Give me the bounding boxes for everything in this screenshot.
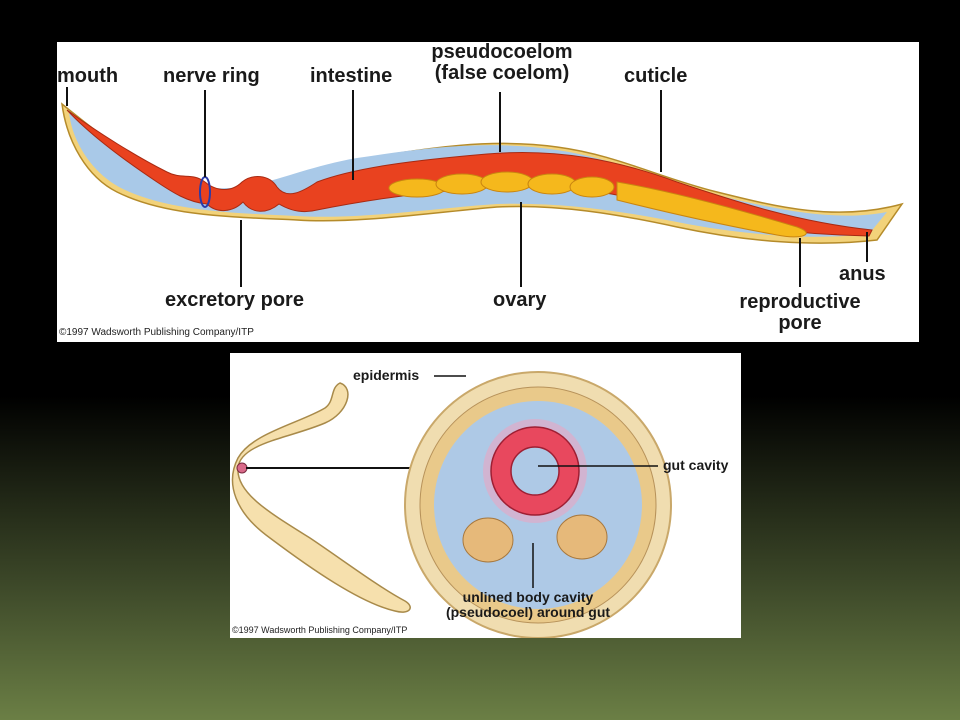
copyright-bottom: ©1997 Wadsworth Publishing Company/ITP <box>232 625 408 635</box>
ovary-organ <box>388 171 807 238</box>
label-reproductive-pore-line2: pore <box>778 312 822 334</box>
ovary-left <box>462 517 514 563</box>
whole-worm-illustration <box>231 382 411 613</box>
label-body-cavity: unlined body cavity (pseudocoel) around … <box>418 590 638 619</box>
nematode-longitudinal-diagram: mouth nerve ring intestine pseudocoelom … <box>57 42 919 342</box>
cut-point-marker <box>236 462 248 474</box>
label-body-cavity-line1: unlined body cavity <box>462 589 594 605</box>
label-gut-cavity: gut cavity <box>663 457 729 473</box>
label-nerve-ring: nerve ring <box>163 65 260 87</box>
label-cuticle: cuticle <box>624 65 688 87</box>
label-pseudocoelom: pseudocoelom (false coelom) <box>412 42 592 84</box>
label-intestine: intestine <box>310 65 393 87</box>
cross-section-illustration <box>231 371 672 638</box>
label-reproductive-pore: reproductive pore <box>725 292 875 334</box>
label-epidermis: epidermis <box>353 367 420 383</box>
ovary-right <box>556 514 608 560</box>
label-body-cavity-line2: (pseudocoel) around gut <box>445 603 611 620</box>
label-reproductive-pore-line1: reproductive <box>739 291 861 313</box>
nematode-cross-section-diagram: epidermis gut cavity unlined body cavity… <box>230 353 741 638</box>
nematode-body-illustration <box>61 87 904 287</box>
label-mouth: mouth <box>57 65 119 87</box>
copyright-top: ©1997 Wadsworth Publishing Company/ITP <box>59 327 254 338</box>
label-ovary: ovary <box>493 289 547 311</box>
leader-lines <box>66 87 868 287</box>
label-pseudocoelom-line2: (false coelom) <box>434 62 570 84</box>
label-pseudocoelom-line1: pseudocoelom <box>431 42 573 63</box>
gut-cavity-lumen <box>510 446 560 496</box>
cross-section-leader-lines <box>434 375 658 588</box>
label-excretory-pore: excretory pore <box>165 289 304 311</box>
label-anus: anus <box>839 263 886 285</box>
